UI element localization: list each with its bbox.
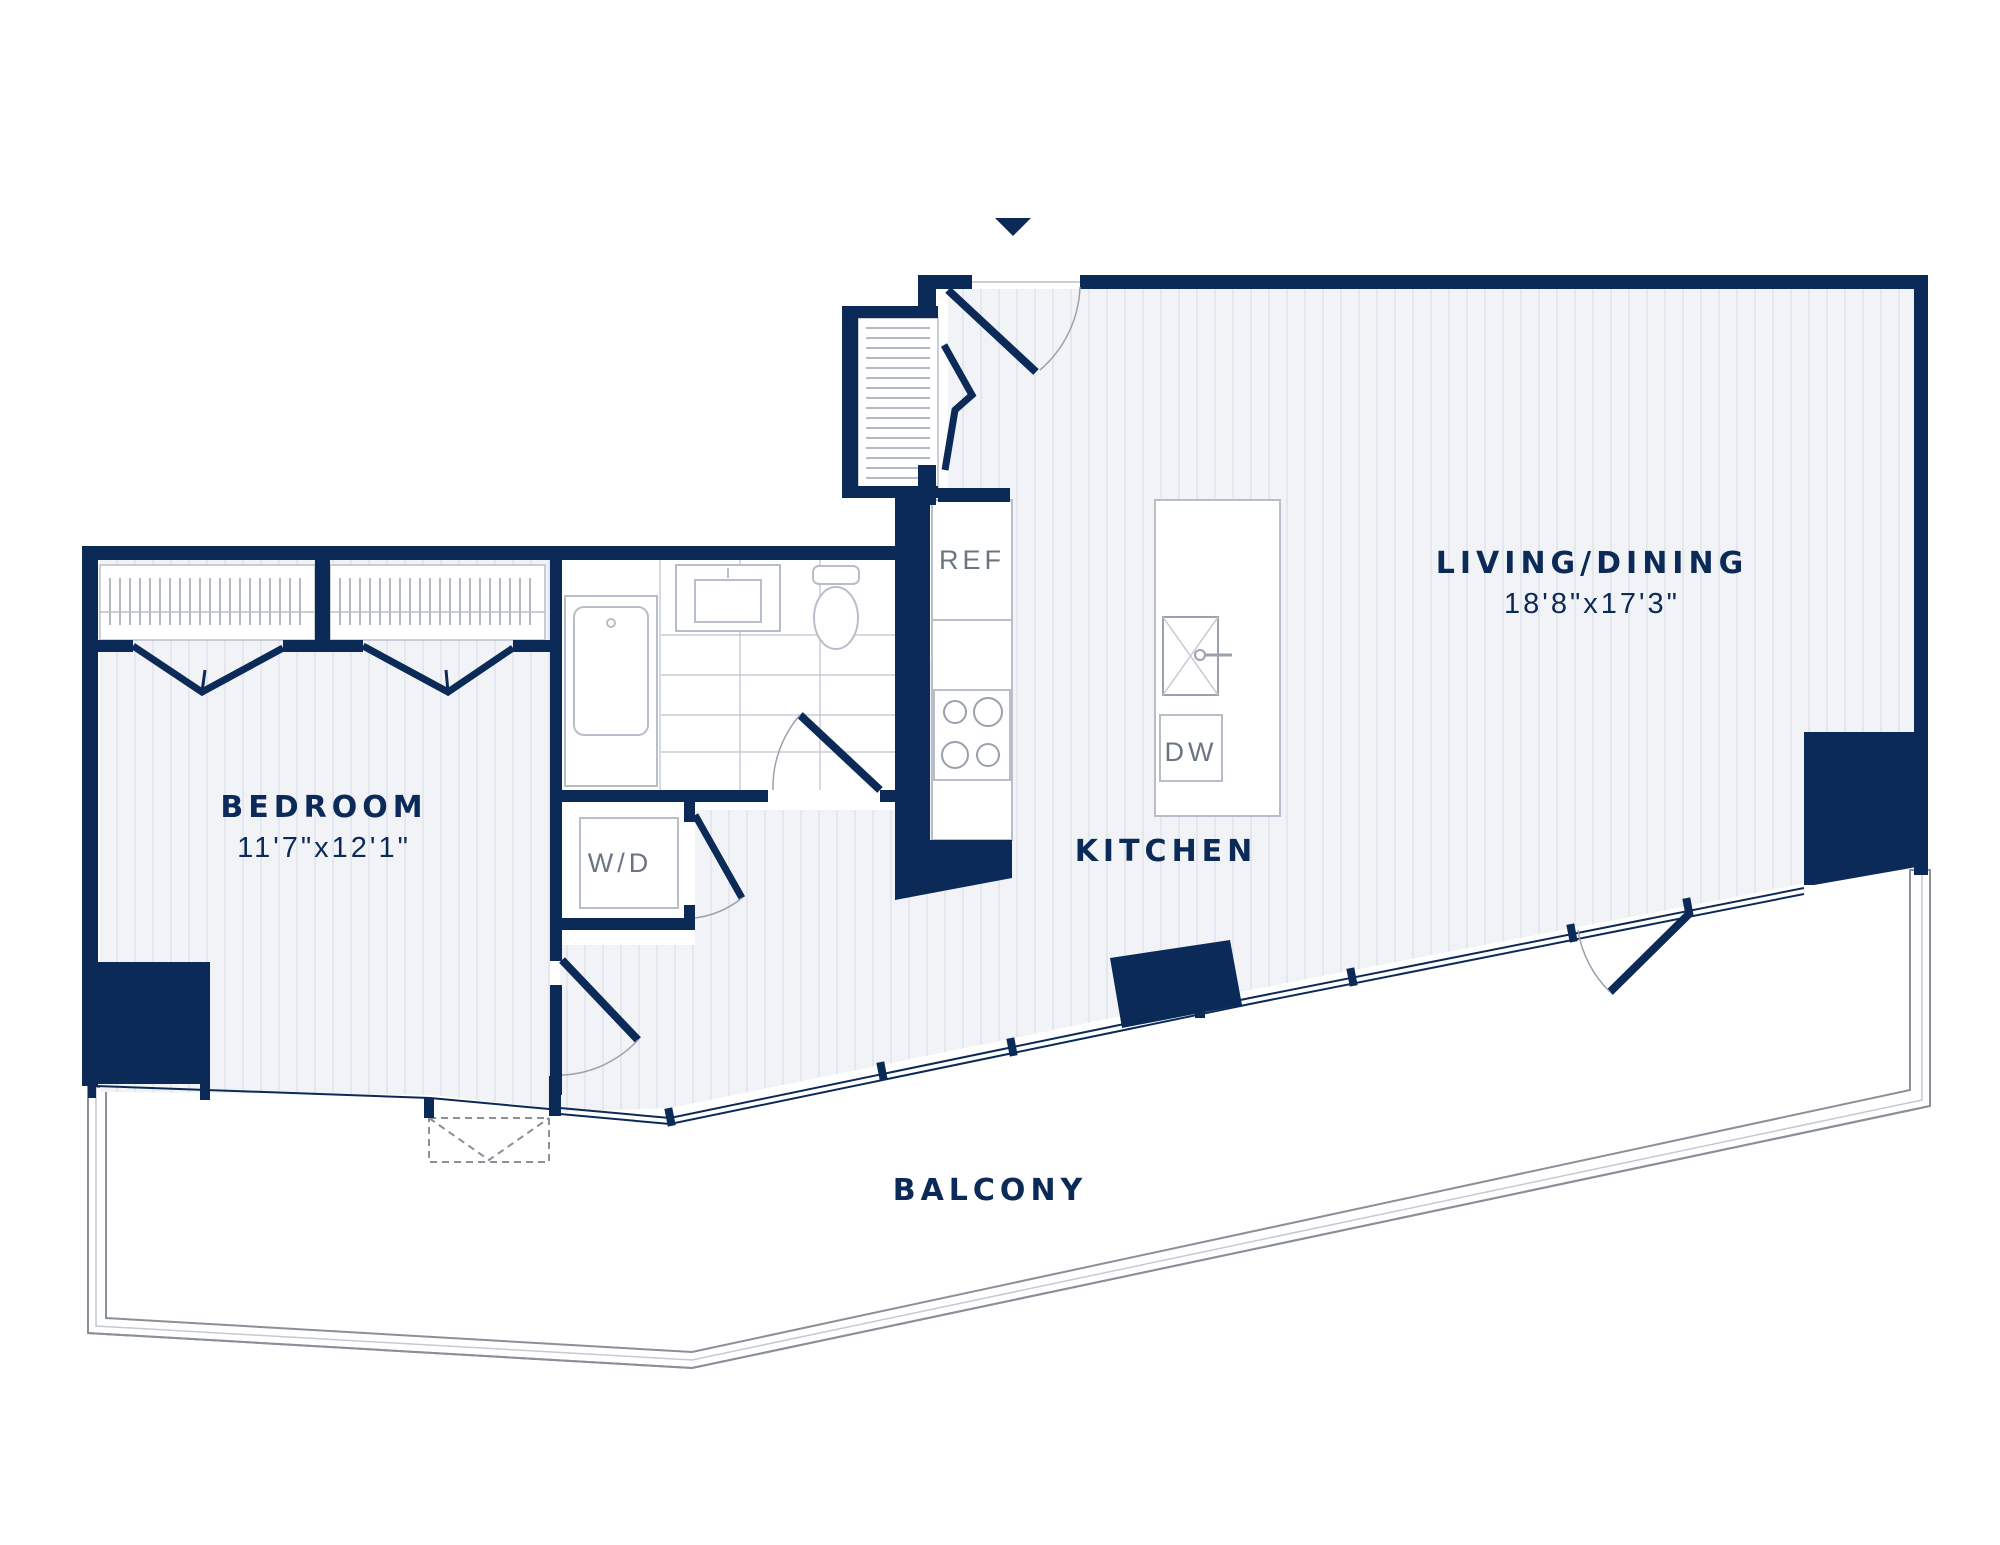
balcony-door[interactable] [1607,912,1691,995]
entry-arrow-icon [995,218,1031,236]
bedroom-name: BEDROOM [220,790,427,825]
toilet-icon [812,565,860,650]
doors [131,286,1691,1076]
bedroom-closets [99,564,546,641]
balcony-door-swing [428,1117,550,1163]
bathtub-icon [564,595,658,787]
kitchen-counter [931,499,1013,841]
stove-icon [933,689,1011,781]
bedroom-dimensions: 11'7"x12'1" [237,832,411,864]
washer-dryer-label: W/D [588,848,652,878]
bathroom-door[interactable] [797,712,883,793]
dishwasher-label: DW [1165,737,1218,767]
living-room-name: LIVING/DINING [1436,546,1748,581]
kitchen-name: KITCHEN [1075,834,1258,869]
closet-hanger-lines [109,578,531,625]
living-room-dimensions: 18'8"x17'3" [1504,588,1680,620]
dishwasher [1159,714,1223,782]
bedroom-floor [100,560,550,1108]
bedroom-door[interactable] [559,957,641,1043]
refrigerator-label: REF [939,545,1005,575]
entry-closet-door[interactable] [940,343,977,471]
washer-dryer-closet [579,817,679,909]
sink-icon [675,564,781,632]
balcony [87,869,1931,1370]
balcony-railing-inner [95,870,1923,1361]
labels: LIVING/DINING 18'8"x17'3" BEDROOM 11'7"x… [220,545,1748,1208]
balcony-name: BALCONY [893,1173,1088,1208]
kitchen-island [1154,499,1281,817]
island-sink-icon [1162,616,1232,696]
entry-door-swing [1039,286,1081,371]
window-lines [95,887,1805,1126]
bathroom-door-swing [772,714,801,791]
balcony-railing [87,870,1931,1370]
entry-door[interactable] [945,287,1039,375]
washer-dryer-door[interactable] [691,813,746,900]
balcony-door-swing-lines [428,1117,550,1162]
bathroom [564,560,900,793]
entry-closet-shelf-lines [866,327,930,479]
entry-closet [857,317,939,489]
